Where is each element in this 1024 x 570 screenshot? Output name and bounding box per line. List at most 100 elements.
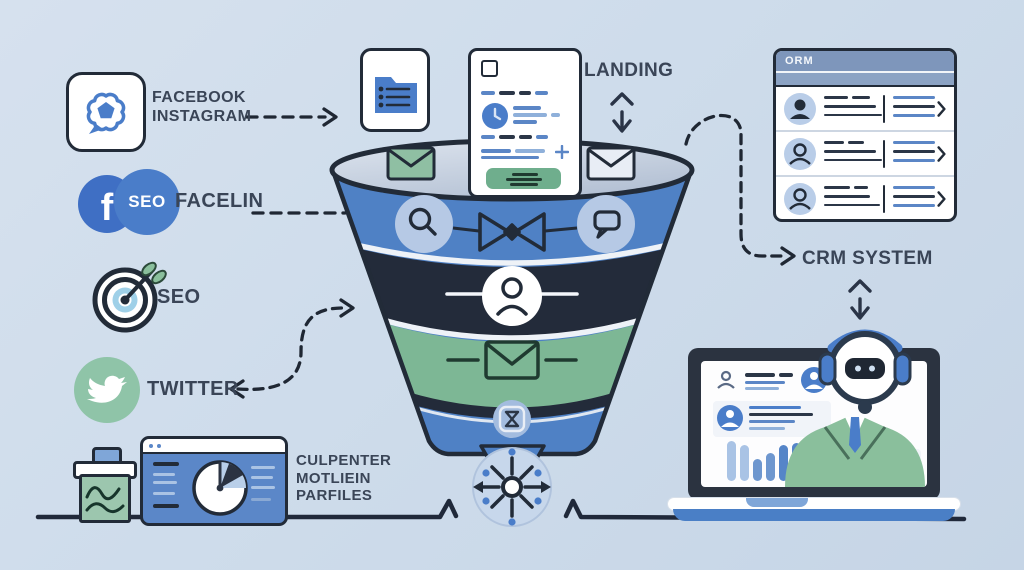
decor: [892, 184, 935, 214]
decor: [789, 157, 811, 165]
chevron-icon[interactable]: [937, 99, 946, 119]
crm-window-title: ORM: [785, 55, 814, 67]
decor: [493, 114, 502, 121]
browser-titlebar: [143, 439, 285, 454]
decor: [216, 484, 224, 492]
decor: [519, 494, 534, 509]
decor: [551, 113, 560, 117]
decor: [425, 224, 437, 236]
bar: [779, 445, 788, 481]
crm-contact-row: [776, 177, 954, 219]
decor: [892, 185, 935, 189]
decor: [882, 94, 885, 123]
decor: [892, 139, 935, 169]
decor: [892, 149, 935, 153]
decor: [824, 95, 848, 99]
decor: [484, 340, 540, 380]
decor: [790, 113, 810, 119]
decor: [749, 420, 795, 423]
decor: [855, 365, 861, 372]
connector-twitter-s-curve: [236, 306, 345, 392]
decor: [882, 184, 885, 213]
decor: [893, 352, 912, 386]
avatar-icon: [717, 405, 743, 431]
laptop-base-bottom: [673, 509, 955, 521]
decor: [588, 148, 634, 168]
decor: [892, 95, 935, 99]
landing-label: LANDING: [584, 60, 674, 81]
decor: [513, 120, 537, 124]
decor: [848, 140, 864, 144]
decor: [849, 417, 861, 453]
decor: [481, 156, 539, 159]
arrowhead-icon: [322, 107, 338, 127]
decor: [858, 400, 872, 414]
decor: [823, 426, 887, 460]
person-icon: [445, 266, 579, 326]
decor: [721, 422, 739, 427]
decor: [810, 372, 818, 380]
decor: [504, 410, 520, 428]
chevron-icon[interactable]: [937, 144, 946, 164]
decor: [153, 492, 175, 495]
decor: [824, 185, 850, 189]
decor: [512, 173, 538, 176]
decor: [519, 135, 532, 139]
decor: [852, 95, 870, 99]
decor: [596, 227, 609, 239]
decor: [251, 466, 275, 469]
decor: [892, 104, 935, 108]
decor: [490, 494, 505, 509]
decor: [824, 94, 882, 124]
pie-chart-icon: [482, 103, 508, 129]
decor: [824, 113, 882, 117]
decor: [473, 481, 551, 493]
decor: [493, 107, 502, 121]
decor: [335, 237, 689, 266]
decor: [541, 481, 551, 493]
cloud-pentagon-glyph: [86, 92, 126, 134]
decor: [745, 381, 785, 384]
decor: [824, 104, 876, 108]
decor: [220, 463, 243, 488]
decor: [85, 486, 121, 501]
decor: [937, 100, 946, 117]
plus-icon: [555, 145, 569, 159]
decor: [251, 476, 273, 479]
decor: [593, 210, 621, 239]
decor: [824, 158, 882, 162]
facelin-label: FACELIN: [175, 190, 264, 212]
cta-button: [486, 168, 561, 189]
decor: [790, 99, 810, 119]
decor: [789, 142, 811, 165]
decor: [892, 113, 935, 117]
decor: [610, 92, 634, 106]
arrowhead-icon: [339, 298, 355, 318]
social-label-line1: FACEBOOK: [152, 89, 246, 106]
decor: [408, 207, 432, 231]
decor: [534, 469, 542, 477]
crm-window: ORM: [773, 48, 957, 222]
social-label: FACEBOOK INSTAGRAM: [152, 88, 251, 126]
decor: [892, 194, 935, 198]
decor: [85, 486, 125, 514]
decor: [378, 94, 384, 100]
bar: [727, 441, 736, 481]
arrowhead-icon: [780, 246, 796, 266]
decor: [519, 465, 534, 480]
decor: [501, 476, 523, 498]
person-icon: [717, 370, 735, 389]
decor: [508, 518, 516, 526]
envelope-icon: [386, 146, 436, 181]
decor: [378, 102, 384, 108]
chevron-icon[interactable]: [937, 189, 946, 209]
decor: [882, 139, 885, 168]
laptop-hinge-notch: [746, 498, 808, 507]
decor: [499, 91, 515, 95]
decor: [499, 135, 515, 139]
decor: [749, 427, 785, 430]
decor: [794, 99, 806, 110]
decor: [251, 498, 271, 501]
twitter-bird-icon: [74, 357, 140, 423]
